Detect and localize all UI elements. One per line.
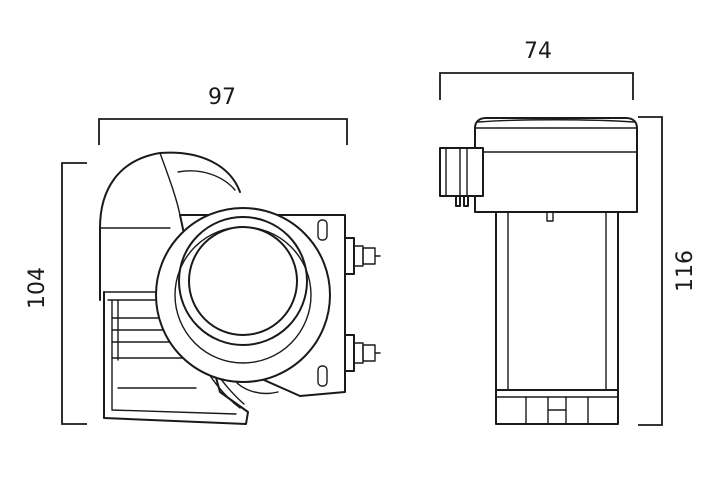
side-width-label: 74 [524,39,552,64]
side-connector [439,147,484,207]
side-height-label: 116 [673,250,698,292]
front-height-dimension: 104 [25,162,87,425]
front-height-label: 104 [25,267,50,309]
front-width-label: 97 [208,85,236,110]
compressor-side-view [439,117,638,425]
lower-bolt [344,334,381,372]
horn-front-view [99,151,381,425]
upper-bolt [344,237,381,275]
side-height-dimension: 116 [638,116,698,426]
side-width-dimension: 74 [439,39,634,100]
front-width-dimension: 97 [98,85,348,145]
